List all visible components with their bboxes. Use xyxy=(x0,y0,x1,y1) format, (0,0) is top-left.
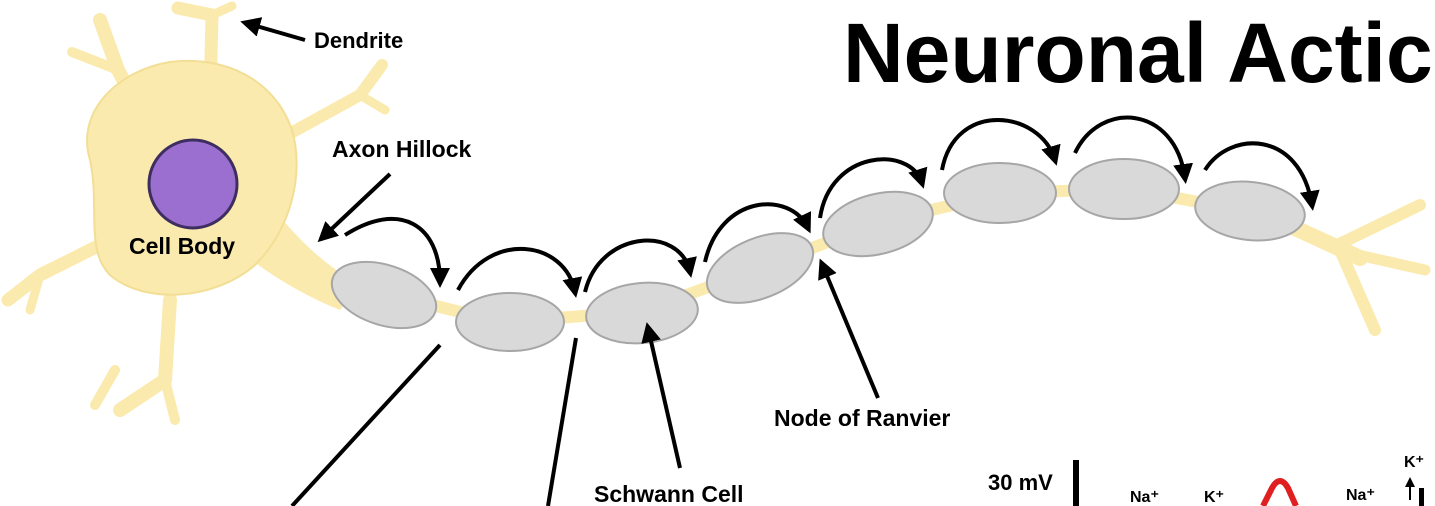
myelin-sheath xyxy=(330,158,1306,352)
voltage-axis xyxy=(1073,460,1079,506)
page-title: Neuronal Actic xyxy=(843,6,1433,100)
voltage-label: 30 mV xyxy=(988,470,1053,495)
axon-hillock-label: Axon Hillock xyxy=(332,136,472,162)
ion-label-k-2: K⁺ xyxy=(1404,454,1424,471)
schwann-cell-5 xyxy=(822,190,934,258)
schwann-cell-4 xyxy=(705,232,815,304)
dendrite-pointer xyxy=(240,17,306,42)
schwann-cell-8 xyxy=(1194,180,1306,242)
schwann-cell-pointer xyxy=(641,322,682,469)
dendrite-label: Dendrite xyxy=(314,28,403,53)
saltatory-arrows xyxy=(343,115,1320,298)
graph-bar xyxy=(1419,488,1424,506)
schwann-cell-3 xyxy=(585,281,699,345)
cell-body-label: Cell Body xyxy=(129,233,235,259)
ion-label-na-2: Na⁺ xyxy=(1346,487,1375,504)
schwann-cell-1 xyxy=(330,260,438,330)
axon-hillock-pointer xyxy=(317,172,392,243)
node-of-ranvier-label: Node of Ranvier xyxy=(774,405,950,431)
node-of-ranvier-pointer xyxy=(818,258,880,399)
ion-label-na-1: Na⁺ xyxy=(1130,489,1159,506)
schwann-cell-6 xyxy=(943,162,1057,224)
pointer-line-1 xyxy=(290,343,442,506)
spike-curve xyxy=(1260,478,1299,506)
schwann-cell-7 xyxy=(1068,158,1180,220)
schwann-cell-label: Schwann Cell xyxy=(594,481,744,506)
pointer-line-2 xyxy=(546,337,578,506)
axon-terminal xyxy=(1287,199,1431,336)
action-potential-graph: 30 mV Na⁺ K⁺ Na⁺ K⁺ xyxy=(988,454,1424,506)
label-pointers xyxy=(240,17,880,506)
nucleus xyxy=(147,138,239,230)
schwann-cell-2 xyxy=(455,292,565,352)
ion-label-k-1: K⁺ xyxy=(1204,489,1224,506)
